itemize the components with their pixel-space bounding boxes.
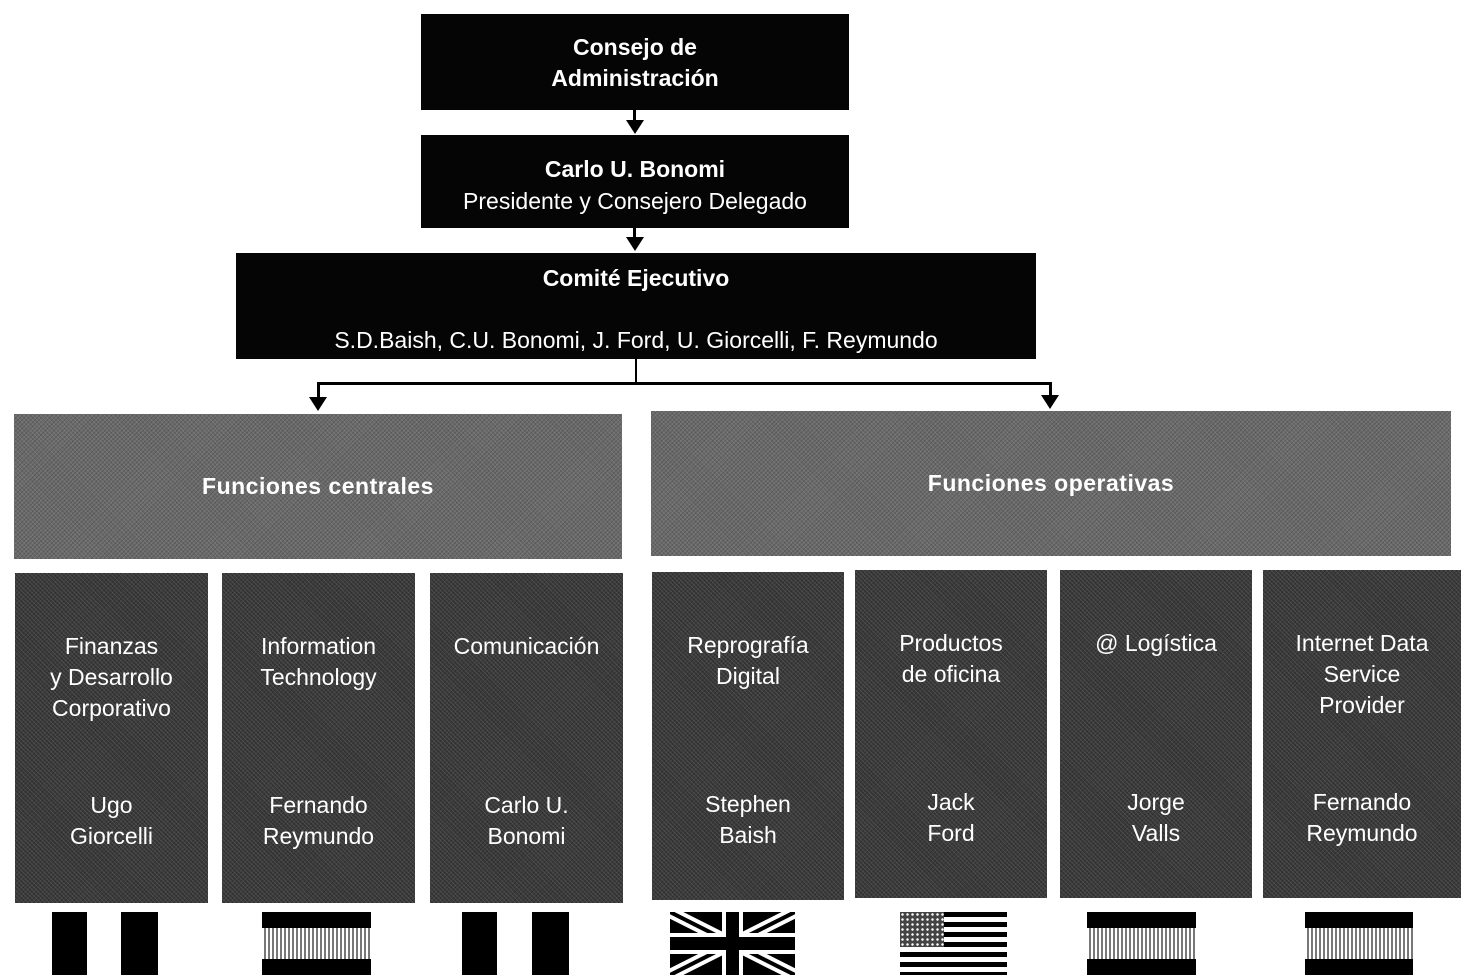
- department-name-line: y Desarrollo: [50, 664, 173, 690]
- department-name-line: Digital: [716, 663, 780, 689]
- department-head: Fernando Reymundo: [1263, 787, 1461, 849]
- department-head-line: Fernando: [269, 792, 368, 818]
- department-head-line: Carlo U.: [484, 792, 569, 818]
- central-functions-header: Funciones centrales: [14, 414, 622, 559]
- connector-president-committee: [633, 228, 636, 238]
- department-name: Information Technology: [222, 631, 415, 693]
- department-column: Reprografía Digital Stephen Baish: [652, 572, 844, 900]
- department-name-line: Finanzas: [64, 633, 159, 659]
- arrow-down-icon: [309, 397, 327, 411]
- arrow-down-icon: [1041, 395, 1059, 409]
- department-name-line: Comunicación: [453, 633, 600, 659]
- department-column: Comunicación Carlo U. Bonomi: [430, 573, 623, 903]
- department-column: Information Technology Fernando Reymundo: [222, 573, 415, 903]
- committee-members: S.D.Baish, C.U. Bonomi, J. Ford, U. Gior…: [334, 327, 938, 353]
- department-name-line: Reprografía: [687, 632, 809, 658]
- department-name: Reprografía Digital: [652, 630, 844, 692]
- department-column: Internet Data Service Provider Fernando …: [1263, 570, 1461, 898]
- usa-flag-icon: [900, 912, 1007, 975]
- department-head-line: Baish: [719, 822, 777, 848]
- connector-left-drop: [317, 382, 320, 398]
- department-name: Comunicación: [430, 631, 623, 662]
- department-name-line: Technology: [260, 664, 377, 690]
- committee-title: Comité Ejecutivo: [542, 265, 730, 291]
- department-head-line: Valls: [1131, 820, 1181, 846]
- department-column: Finanzas y Desarrollo Corporativo Ugo Gi…: [15, 573, 208, 903]
- president-role: Presidente y Consejero Delegado: [463, 188, 807, 214]
- arrow-down-icon: [626, 237, 644, 251]
- department-head: Jorge Valls: [1060, 787, 1252, 849]
- board-line2: Administración: [551, 65, 719, 91]
- department-name: Internet Data Service Provider: [1263, 628, 1461, 721]
- spain-flag-icon: [262, 912, 371, 975]
- arrow-down-icon: [626, 120, 644, 134]
- executive-committee-box: Comité Ejecutivo S.D.Baish, C.U. Bonomi,…: [236, 253, 1036, 359]
- italy-flag-icon: [52, 912, 158, 975]
- connector-right-drop: [1049, 382, 1052, 396]
- department-column: @ Logística Jorge Valls: [1060, 570, 1252, 898]
- italy-flag-icon: [462, 912, 569, 975]
- department-head-line: Ford: [927, 820, 975, 846]
- department-name-line: Corporativo: [52, 695, 171, 721]
- president-name: Carlo U. Bonomi: [544, 156, 726, 182]
- department-head-line: Reymundo: [262, 823, 375, 849]
- operative-functions-title: Funciones operativas: [927, 470, 1175, 496]
- department-head: Ugo Giorcelli: [15, 790, 208, 852]
- central-functions-title: Funciones centrales: [202, 473, 434, 499]
- department-name-line: Information: [260, 633, 377, 659]
- department-name-line: Provider: [1319, 692, 1405, 718]
- department-head-line: Stephen: [705, 791, 791, 817]
- connector-committee-branch: [635, 359, 637, 384]
- department-name: Finanzas y Desarrollo Corporativo: [15, 631, 208, 724]
- board-line1: Consejo de: [573, 34, 697, 60]
- department-name-line: @ Logística: [1095, 630, 1217, 656]
- department-head-line: Fernando: [1312, 789, 1412, 815]
- department-head: Fernando Reymundo: [222, 790, 415, 852]
- department-name: @ Logística: [1060, 628, 1252, 659]
- spain-flag-icon: [1087, 912, 1196, 975]
- department-head: Jack Ford: [855, 787, 1047, 849]
- department-name-line: Internet Data: [1295, 630, 1429, 656]
- president-box: Carlo U. Bonomi Presidente y Consejero D…: [421, 135, 849, 228]
- department-head-line: Jorge: [1127, 789, 1185, 815]
- department-head-line: Bonomi: [487, 823, 566, 849]
- uk-flag-icon: [670, 912, 795, 975]
- connector-board-president: [633, 110, 636, 122]
- connector-horizontal: [317, 382, 1052, 385]
- department-head: Stephen Baish: [652, 789, 844, 851]
- spain-flag-icon: [1305, 912, 1413, 975]
- board-box: Consejo de Administración: [421, 14, 849, 110]
- department-name-line: Productos: [899, 630, 1003, 656]
- department-head-line: Giorcelli: [69, 823, 154, 849]
- department-column: Productos de oficina Jack Ford: [855, 570, 1047, 898]
- department-name-line: de oficina: [901, 661, 1001, 687]
- department-head: Carlo U. Bonomi: [430, 790, 623, 852]
- department-name: Productos de oficina: [855, 628, 1047, 690]
- department-head-line: Ugo: [90, 792, 133, 818]
- department-head-line: Reymundo: [1306, 820, 1418, 846]
- department-name-line: Service: [1323, 661, 1401, 687]
- department-head-line: Jack: [927, 789, 975, 815]
- operative-functions-header: Funciones operativas: [651, 411, 1451, 556]
